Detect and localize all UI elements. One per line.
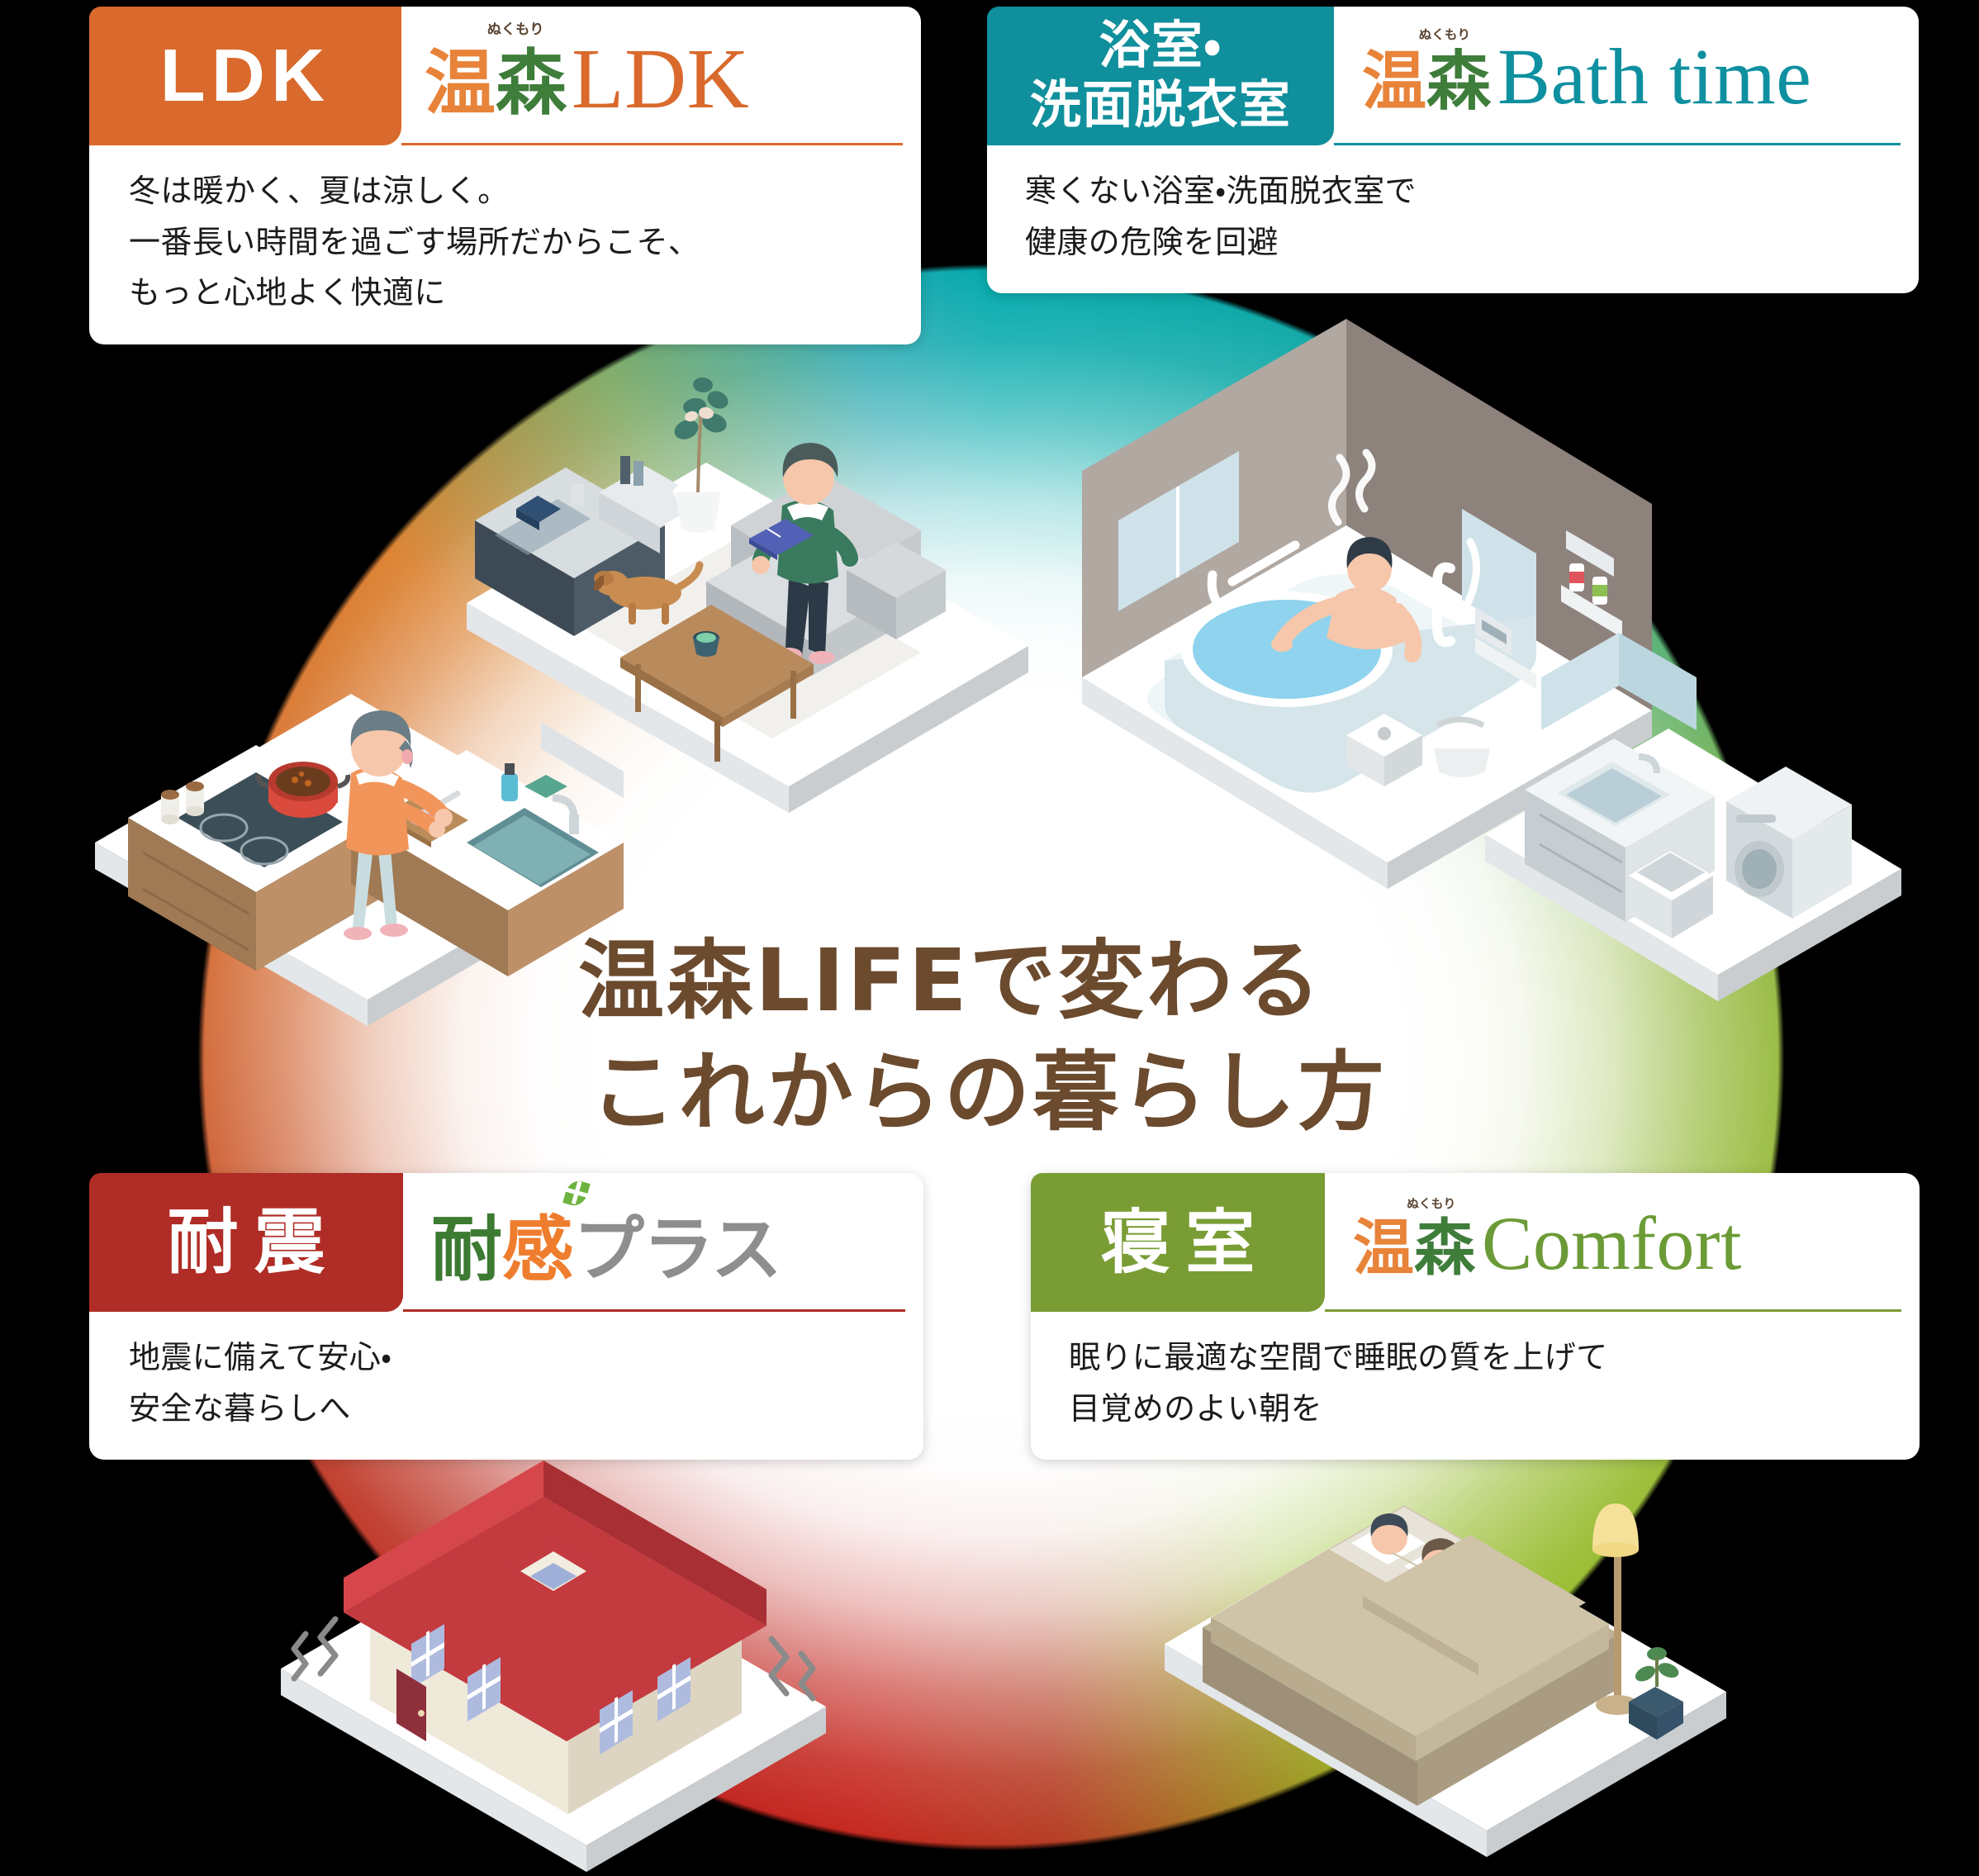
logo-kanji-mori-wrap: ぬくもり 森 xyxy=(487,23,567,128)
brand-logo-bath: 温 ぬくもり 森 Bath time xyxy=(1362,28,1812,122)
card-earthquake-resistance[interactable]: 耐震 耐 感 プラス 地震に備えて安心・ 安全な暮らしへ xyxy=(89,1173,923,1460)
bath-desc-line-2: 健康の危険を回避 xyxy=(1025,225,1279,260)
logo-onmori-comfort: 温 ぬくもり 森 Comfort xyxy=(1325,1173,1920,1312)
ldk-desc-line-2: 一番長い時間を過ごす場所だからこそ、 xyxy=(129,225,700,260)
logo-tai: 耐 xyxy=(431,1208,502,1291)
logo-latin-ldk: LDK xyxy=(572,31,750,126)
card-ldk-description: 冬は暖かく、夏は涼しく。 一番長い時間を過ごす場所だからこそ、 もっと心地よく快… xyxy=(89,145,921,344)
badge-taishin: 耐震 xyxy=(89,1173,403,1312)
logo-onmori-bathtime: 温 ぬくもり 森 Bath time xyxy=(1334,7,1919,145)
bath-desc-line-1: 寒くない浴室・洗面脱衣室で xyxy=(1025,174,1417,209)
illustration-living-room xyxy=(458,330,1037,813)
card-quake-header: 耐震 耐 感 プラス xyxy=(89,1173,923,1312)
card-ldk[interactable]: LDK 温 ぬくもり 森 LDK 冬は暖かく、夏は涼しく。 一番長い時間を過ごす… xyxy=(89,7,921,344)
logo-taikan-plus: 耐 感 プラス xyxy=(403,1173,923,1312)
card-bath-rule xyxy=(1334,143,1901,145)
brand-logo-taikan-plus: 耐 感 プラス xyxy=(431,1178,782,1294)
logo-kan-text: 感 xyxy=(502,1208,573,1291)
logo-latin-bathtime: Bath time xyxy=(1497,32,1812,121)
brand-logo-comfort: 温 ぬくもり 森 Comfort xyxy=(1353,1198,1742,1287)
badge-bath-line2: 洗面脱衣室 xyxy=(1029,77,1292,134)
card-quake-rule xyxy=(403,1309,905,1312)
card-bath[interactable]: 浴室・ 洗面脱衣室 温 ぬくもり 森 Bath time 寒くない浴室・洗面脱衣… xyxy=(987,7,1919,294)
logo-ruby-nukumori: ぬくもり xyxy=(486,21,544,39)
badge-bath: 浴室・ 洗面脱衣室 xyxy=(987,7,1334,145)
brand-logo-ldk: 温 ぬくもり 森 LDK xyxy=(425,23,750,128)
badge-ldk: LDK xyxy=(89,7,401,145)
ldk-desc-line-1: 冬は暖かく、夏は涼しく。 xyxy=(129,174,510,209)
card-bath-header: 浴室・ 洗面脱衣室 温 ぬくもり 森 Bath time xyxy=(987,7,1919,145)
logo-kanji-mori: 森 xyxy=(1414,1212,1475,1284)
logo-kanji-on: 温 xyxy=(1353,1212,1414,1284)
logo-latin-comfort: Comfort xyxy=(1482,1200,1742,1285)
logo-kanji-on: 温 xyxy=(425,41,496,125)
headline-line-2: これからの暮らし方 xyxy=(590,1042,1387,1143)
logo-onmori-ldk: 温 ぬくもり 森 LDK xyxy=(401,7,921,145)
logo-kanji-mori-wrap: ぬくもり 森 xyxy=(1407,1198,1475,1287)
logo-kanji-mori: 森 xyxy=(1426,45,1492,119)
logo-kanji-on: 温 xyxy=(1362,45,1427,119)
card-bedroom[interactable]: 寝室 温 ぬくもり 森 Comfort 眠りに最適な空間で睡眠の質を上げて 目覚… xyxy=(1031,1173,1920,1460)
illustration-washroom xyxy=(1478,628,1908,1001)
logo-kanji-mori-wrap: ぬくもり 森 xyxy=(1419,28,1492,122)
logo-plus-katakana: プラス xyxy=(573,1208,782,1291)
leaf-plus-icon xyxy=(562,1178,591,1209)
center-headline: 温森LIFEで変わる これからの暮らし方 xyxy=(578,925,1404,1148)
card-ldk-rule xyxy=(401,143,903,145)
logo-kanji-mori: 森 xyxy=(496,41,567,125)
card-ldk-header: LDK 温 ぬくもり 森 LDK xyxy=(89,7,921,145)
headline-line-1: 温森LIFEで変わる xyxy=(578,930,1324,1031)
badge-bath-line1: 浴室・ xyxy=(1099,17,1222,74)
illustration-bedroom xyxy=(1156,1355,1735,1857)
illustration-house-earthquake xyxy=(273,1371,834,1872)
card-bedroom-header: 寝室 温 ぬくもり 森 Comfort xyxy=(1031,1173,1920,1312)
logo-ruby-nukumori: ぬくもり xyxy=(1418,27,1471,43)
badge-shinshitsu: 寝室 xyxy=(1031,1173,1325,1312)
logo-ruby-nukumori: ぬくもり xyxy=(1407,1196,1456,1211)
card-bath-description: 寒くない浴室・洗面脱衣室で 健康の危険を回避 xyxy=(987,145,1919,293)
logo-kan: 感 xyxy=(502,1178,591,1294)
ldk-desc-line-3: もっと心地よく快適に xyxy=(129,276,446,311)
card-bedroom-rule xyxy=(1325,1309,1901,1312)
